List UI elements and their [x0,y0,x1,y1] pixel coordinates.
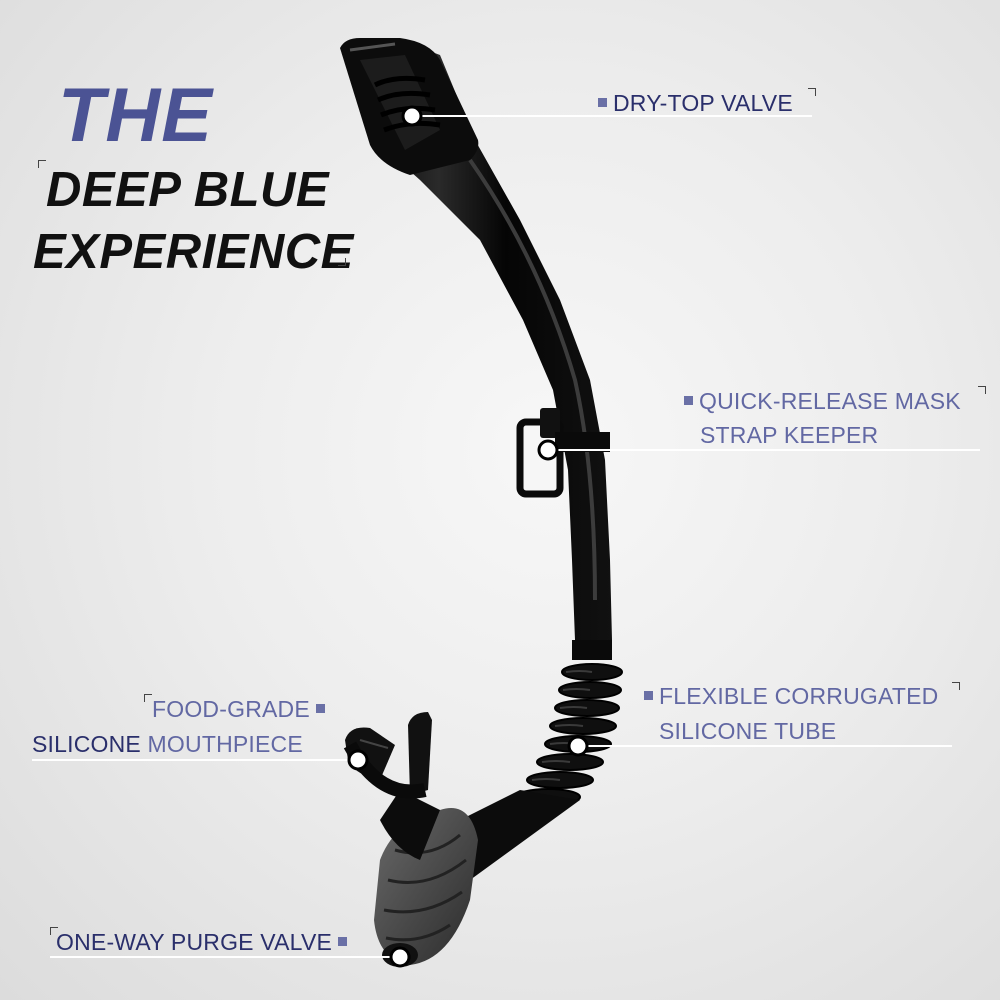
mouthpiece-part [343,712,440,860]
bracket-corner-icon [952,682,960,690]
bracket-corner-icon [338,258,346,266]
square-bullet-icon [684,396,693,406]
bracket-corner-icon [978,386,986,394]
bracket-corner-icon [144,694,152,702]
callout-purge-valve: ONE-WAY PURGE VALVE [56,929,348,955]
callout-mouthpiece-line2: SILICONE MOUTHPIECE [32,733,303,756]
callout-strap-keeper-line2: STRAP KEEPER [700,422,879,448]
square-bullet-icon [338,937,348,947]
callout-dry-top-text: DRY-TOP VALVE [613,90,793,116]
square-bullet-icon [315,704,325,714]
callout-corrugated-line1: FLEXIBLE CORRUGATED [644,685,938,708]
callout-dry-top-valve: DRY-TOP VALVE [598,92,793,115]
bracket-corner-icon [38,160,46,168]
corrugated-tube-part [515,640,623,806]
headline-experience: EXPERIENCE [33,225,354,279]
square-bullet-icon [598,98,607,108]
headline-the: THE [58,73,213,158]
callout-strap-keeper-line1: QUICK-RELEASE MASK [684,390,961,413]
headline-deep-blue: DEEP BLUE [46,163,330,217]
callout-mouthpiece-text1: FOOD-GRADE [152,696,310,722]
bracket-corner-icon [50,927,58,935]
callout-mouthpiece-text2a: SILICONE [32,731,141,757]
anchor-dots [347,105,589,968]
strap-keeper-part [516,408,610,498]
callout-strap-keeper-text1: QUICK-RELEASE MASK [699,388,961,414]
leader-lines [32,115,980,958]
callout-purge-text: ONE-WAY PURGE VALVE [56,929,333,955]
callout-corrugated-line2: SILICONE TUBE [659,718,837,744]
callout-mouthpiece-text2b: MOUTHPIECE [140,731,303,757]
callout-corrugated-text1: FLEXIBLE CORRUGATED [659,683,939,709]
bracket-corner-icon [808,88,816,96]
callout-mouthpiece-line1: FOOD-GRADE [152,698,325,721]
square-bullet-icon [644,691,653,701]
